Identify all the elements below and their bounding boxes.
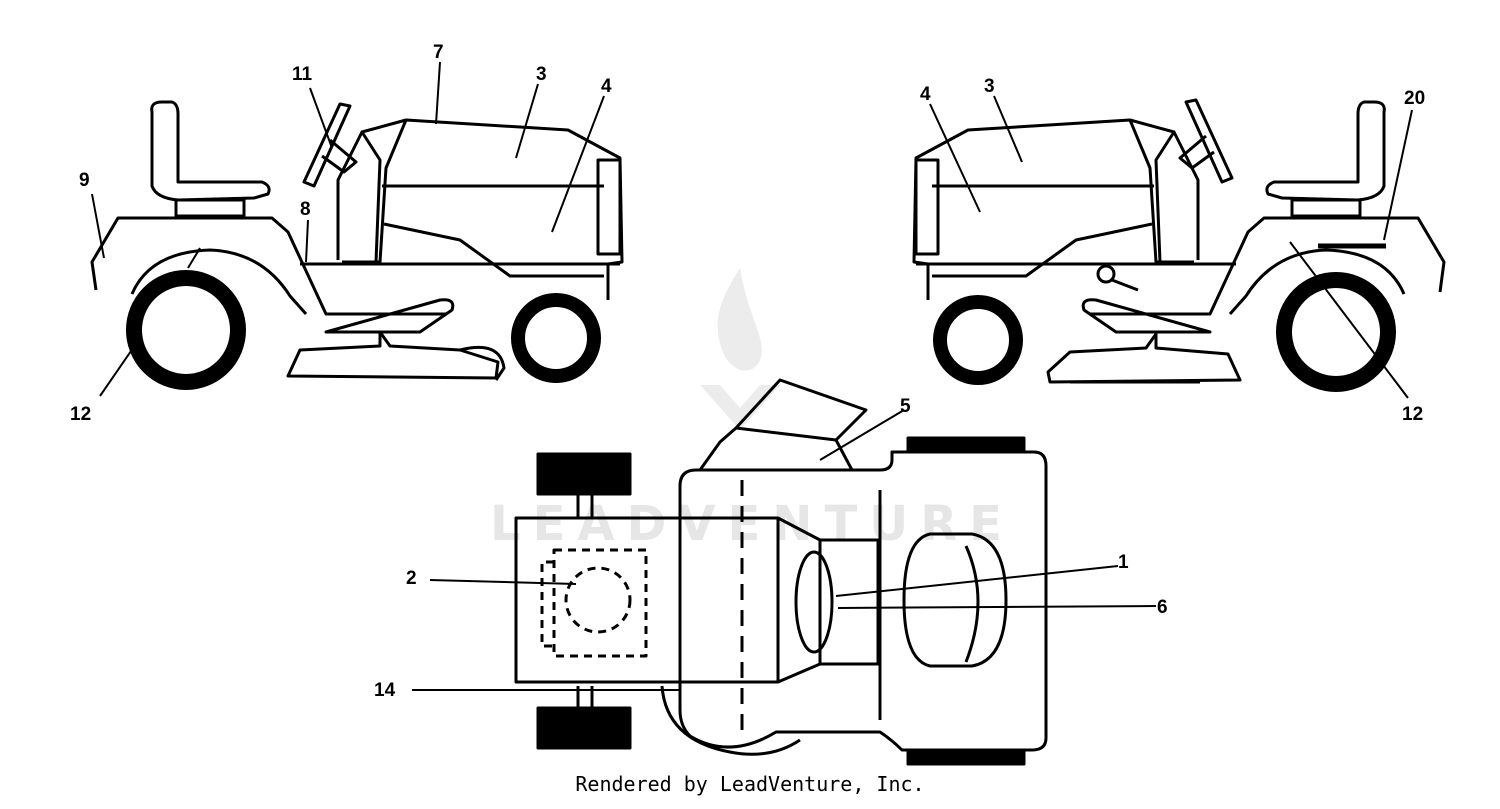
hood-lower-left <box>383 222 604 278</box>
right-side-view <box>912 98 1446 392</box>
front-wheel-top-upper <box>536 452 632 496</box>
hood-panel-right <box>1128 119 1194 264</box>
deck-left <box>286 330 500 380</box>
fender-arch-left <box>130 248 308 315</box>
steering-wheel-right <box>1184 98 1234 184</box>
seat-top <box>902 532 1008 668</box>
callout-4-right: 4 <box>920 84 931 105</box>
callout-12-right: 12 <box>1402 404 1423 425</box>
seat-right <box>1265 100 1386 202</box>
flame-watermark-icon <box>700 268 780 430</box>
discharge-chute-top <box>698 378 868 472</box>
left-side-view <box>90 100 624 390</box>
grille-left <box>596 158 622 256</box>
rear-wheel-top-lower <box>906 748 1026 766</box>
lever-knob-right <box>1096 264 1116 284</box>
fender-arch-right <box>1228 248 1406 315</box>
footrest-right <box>1081 298 1212 334</box>
hood-lower-right <box>932 222 1153 278</box>
hood-panel-left <box>342 119 408 264</box>
seat-base-right <box>1290 198 1362 218</box>
front-wheel-right <box>933 295 1023 385</box>
callout-7-left: 7 <box>433 42 444 63</box>
callout-4-left: 4 <box>601 76 612 97</box>
callout-8-left: 8 <box>300 199 311 220</box>
discharge-chute-left <box>459 345 506 381</box>
steering-column-left <box>321 138 358 174</box>
front-wheel-top-lower <box>536 706 632 750</box>
deck-edge-top <box>660 685 801 756</box>
watermark-text: LEADVENTURE <box>490 496 1014 552</box>
rear-fender-right <box>1090 216 1446 316</box>
rear-wheel-right <box>1276 272 1396 392</box>
callout-11-left: 11 <box>292 64 313 85</box>
leader-lines <box>91 61 1413 691</box>
seat-left <box>150 100 271 202</box>
dash-left <box>336 130 382 263</box>
callout-3-left: 3 <box>536 64 547 85</box>
callout-1-top: 1 <box>1118 552 1129 573</box>
rear-wheel-left <box>126 270 246 390</box>
rear-wheel-top-upper <box>906 436 1026 454</box>
rear-fender-left <box>90 216 446 316</box>
steering-column-right <box>1178 134 1215 170</box>
engine-decal-dashed-circle <box>564 566 632 634</box>
steering-wheel-left <box>302 102 352 188</box>
engine-decal-dashed-inner <box>540 560 554 648</box>
front-axle-top <box>576 494 594 708</box>
steering-wheel-top <box>794 550 834 654</box>
rendered-by-footer: Rendered by LeadVenture, Inc. <box>575 772 925 796</box>
callout-numbers: 11 7 3 4 9 8 12 4 3 20 12 5 2 1 6 14 <box>70 42 1425 701</box>
callout-2-top: 2 <box>406 568 417 589</box>
callout-12-left: 12 <box>70 404 91 425</box>
callout-14-top: 14 <box>374 680 396 701</box>
footrest-left <box>324 298 455 334</box>
dashboard-top <box>820 538 880 666</box>
grille-right <box>914 158 940 256</box>
seat-base-left <box>174 198 246 218</box>
dash-right <box>1154 130 1200 263</box>
chute-fold-top <box>735 426 837 442</box>
deck-right <box>1046 332 1242 384</box>
engine-decal-dashed-outer <box>552 548 648 658</box>
front-wheel-left <box>511 293 601 383</box>
callout-6-top: 6 <box>1157 597 1168 618</box>
hood-left <box>361 118 624 300</box>
callout-3-right: 3 <box>984 76 995 97</box>
top-view <box>514 378 1048 766</box>
seat-back-top <box>964 545 980 663</box>
hood-right <box>912 118 1175 300</box>
lever-right <box>1111 278 1139 292</box>
callout-9-left: 9 <box>79 170 90 191</box>
callout-20-right: 20 <box>1404 88 1425 109</box>
callout-5-top: 5 <box>900 396 911 417</box>
